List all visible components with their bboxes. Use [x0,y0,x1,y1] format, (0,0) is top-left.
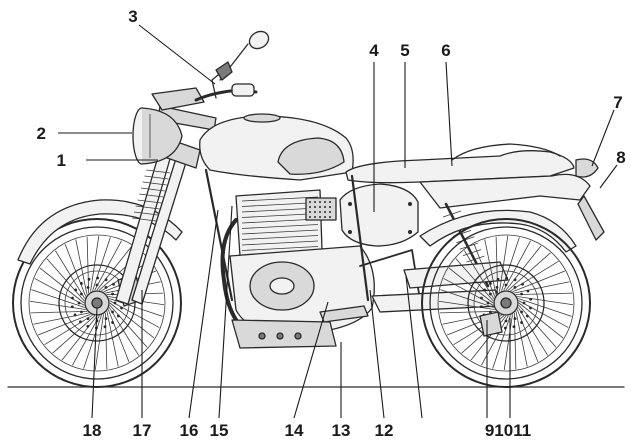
callout-1: 1 [57,151,66,170]
mirror [246,28,271,52]
leader-3 [139,25,215,84]
leader-8 [600,165,617,188]
callout-12: 12 [375,421,394,440]
fuel-tank [200,114,353,180]
callout-14: 14 [285,421,304,440]
rear-brake-caliper [480,312,502,336]
rear-indicator [578,196,604,240]
side-panel [340,184,418,246]
callout-91011: 91011 [485,421,531,440]
sump-guard [232,320,336,348]
callout-13: 13 [332,421,351,440]
leader-6 [446,62,452,166]
callout-3: 3 [128,7,137,26]
handlebar-assembly [152,28,272,110]
callout-8: 8 [616,148,625,167]
callout-16: 16 [180,421,199,440]
callout-6: 6 [441,41,450,60]
callout-2: 2 [37,124,46,143]
callout-4: 4 [369,41,379,60]
callout-5: 5 [400,41,409,60]
callout-7: 7 [613,93,622,112]
clutch-lever-mount [216,62,232,80]
callout-15: 15 [210,421,229,440]
callout-18: 18 [83,421,102,440]
callout-17: 17 [133,421,152,440]
leader-7 [592,110,614,166]
fuel-cap [244,114,280,122]
handlebar-grip [232,84,254,96]
